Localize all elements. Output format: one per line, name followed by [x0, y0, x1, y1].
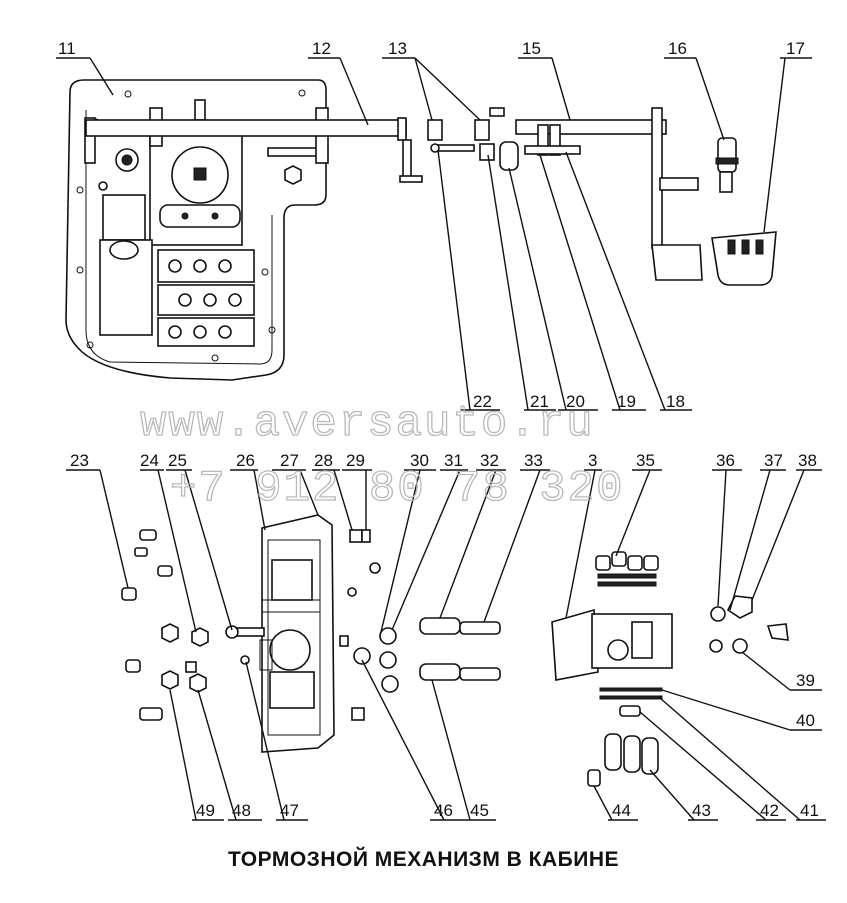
- callout-46: 46: [434, 801, 453, 820]
- callout-20: 20: [566, 392, 585, 411]
- callout-33: 33: [524, 451, 543, 470]
- callout-31: 31: [444, 451, 463, 470]
- callout-24: 24: [140, 451, 159, 470]
- brake-valve-body: [259, 514, 335, 753]
- pedal-bracket-plate: [65, 79, 329, 381]
- callout-19: 19: [617, 392, 636, 411]
- callout-21: 21: [530, 392, 549, 411]
- callout-38: 38: [798, 451, 817, 470]
- callout-39: 39: [796, 671, 815, 690]
- top-callouts: 11 12 13 15 16 17 22 21 20 19 18: [56, 39, 812, 411]
- watermark-site: www.aversauto.ru: [140, 399, 594, 449]
- callout-47: 47: [280, 801, 299, 820]
- callout-44: 44: [612, 801, 631, 820]
- pedal-pad-parts: [711, 137, 777, 286]
- bushings-and-pin: [427, 107, 519, 171]
- callout-40: 40: [796, 711, 815, 730]
- callout-28: 28: [314, 451, 333, 470]
- callout-48: 48: [232, 801, 251, 820]
- watermark-phone: +7 912 80 78 320: [170, 464, 624, 514]
- callout-12: 12: [312, 39, 331, 58]
- watermark: www.aversauto.ru +7 912 80 78 320: [139, 398, 624, 514]
- callout-15: 15: [522, 39, 541, 58]
- callout-13: 13: [388, 39, 407, 58]
- bottom-callouts: 23 24 25 26 27 28 29 30 31 32 33 3: [66, 451, 826, 821]
- valve-assembly-right: [551, 551, 789, 787]
- callout-29: 29: [346, 451, 365, 470]
- callout-36: 36: [716, 451, 735, 470]
- callout-23: 23: [70, 451, 89, 470]
- callout-25: 25: [168, 451, 187, 470]
- fittings-middle: [339, 529, 501, 721]
- callout-32: 32: [480, 451, 499, 470]
- small-bolts-left: [121, 529, 265, 721]
- pedal-shaft: [85, 117, 423, 183]
- callout-30: 30: [410, 451, 429, 470]
- callout-22: 22: [473, 392, 492, 411]
- callout-3: 3: [588, 451, 597, 470]
- callout-16: 16: [668, 39, 687, 58]
- callout-43: 43: [692, 801, 711, 820]
- page-title: ТОРМОЗНОЙ МЕХАНИЗМ В КАБИНЕ: [227, 848, 620, 871]
- callout-27: 27: [280, 451, 299, 470]
- callout-49: 49: [196, 801, 215, 820]
- brake-pedal-lever: [515, 107, 703, 281]
- callout-26: 26: [236, 451, 255, 470]
- callout-17: 17: [786, 39, 805, 58]
- callout-42: 42: [760, 801, 779, 820]
- callout-18: 18: [666, 392, 685, 411]
- callout-41: 41: [800, 801, 819, 820]
- callout-45: 45: [470, 801, 489, 820]
- callout-35: 35: [636, 451, 655, 470]
- callout-37: 37: [764, 451, 783, 470]
- callout-11: 11: [58, 39, 76, 58]
